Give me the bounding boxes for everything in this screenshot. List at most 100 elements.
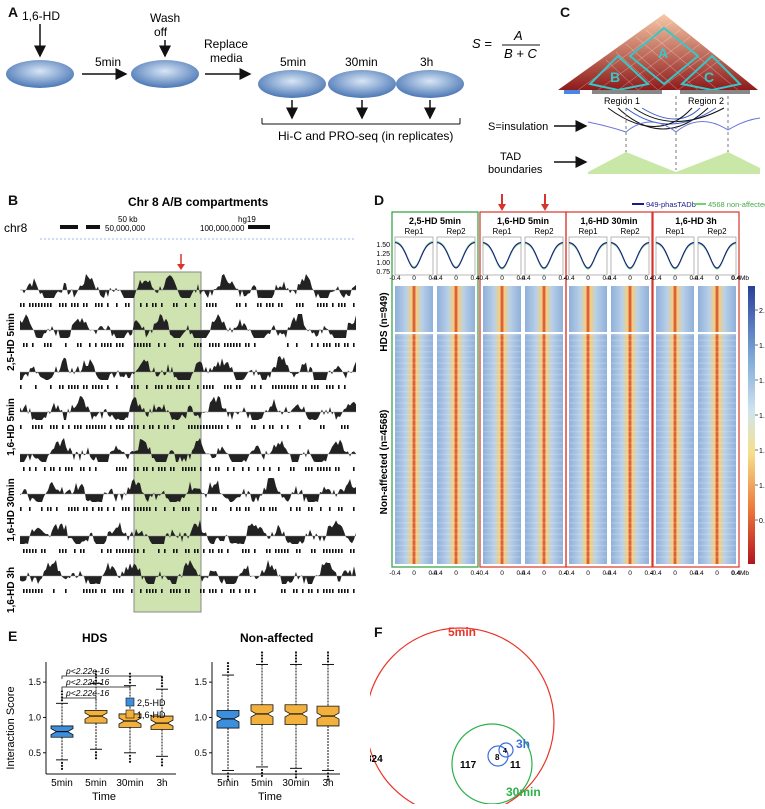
track-tick [233, 589, 235, 593]
track-tick [95, 589, 97, 593]
e-xlabel-left: Time [92, 791, 116, 803]
track-tick [101, 385, 103, 389]
track-tick [200, 343, 202, 347]
e-xtick: 30min [116, 778, 143, 789]
assay-label: Hi-C and PRO-seq (in replicates) [278, 129, 453, 143]
outlier [326, 772, 330, 775]
track-tick [221, 589, 223, 593]
rep-label: Rep2 [620, 227, 640, 236]
track-tick [254, 425, 256, 429]
track-tick [65, 343, 67, 347]
track-tick [101, 425, 103, 429]
track-tick [113, 507, 115, 511]
track-tick [281, 589, 283, 593]
track-tick [317, 589, 319, 593]
chr8-title: Chr 8 A/B compartments [128, 195, 269, 209]
track-tick [197, 343, 199, 347]
track-tick [239, 507, 241, 511]
y-tick: 1.00 [376, 260, 390, 267]
track-tick [110, 549, 112, 553]
track-tick [173, 549, 175, 553]
track-tick [146, 467, 148, 471]
track-tick [167, 425, 169, 429]
x-tick: 0 [500, 275, 504, 282]
outlier [160, 679, 164, 682]
track-tick [290, 385, 292, 389]
heatmap-non [656, 334, 694, 564]
track-tick [101, 589, 103, 593]
track-tick [248, 507, 250, 511]
track-tick [236, 303, 238, 307]
track-tick [266, 303, 268, 307]
track-tick [203, 549, 205, 553]
track-tick [329, 549, 331, 553]
track-tick [347, 425, 349, 429]
outlier [326, 775, 330, 778]
track-tick [326, 385, 328, 389]
region2-label: Region 2 [688, 96, 724, 106]
track-tick [107, 343, 109, 347]
outlier [94, 751, 98, 754]
insulation-curve [587, 117, 761, 133]
track-tick [173, 467, 175, 471]
outlier [60, 761, 64, 764]
track-tick [194, 303, 196, 307]
colorbar-tick: 1.8 [759, 343, 765, 350]
track-tick [344, 425, 346, 429]
box-a-outline [628, 26, 700, 86]
panel-label-f: F [374, 624, 383, 640]
track-tick [95, 343, 97, 347]
ideogram-block [60, 225, 78, 229]
e-xtick: 3h [156, 778, 167, 789]
track-tick [323, 303, 325, 307]
track-tick [212, 549, 214, 553]
track-tick [32, 589, 34, 593]
track-tick [47, 303, 49, 307]
track-tick [116, 303, 118, 307]
legend-hds: 949-phasTADb [646, 200, 696, 209]
outlier [294, 654, 298, 657]
track-tick [179, 385, 181, 389]
track-tick [56, 507, 58, 511]
track-tick [20, 425, 22, 429]
track-tick [206, 385, 208, 389]
track-tick [284, 385, 286, 389]
track-tick [269, 303, 271, 307]
track-tick [128, 303, 130, 307]
rep-label: Rep2 [707, 227, 727, 236]
track-tick [335, 343, 337, 347]
track-tick [83, 467, 85, 471]
pvalue-label: p<2.22e-16 [65, 677, 110, 687]
heatmap-hds [437, 286, 475, 332]
e-ytick: 1.0 [28, 712, 41, 722]
panel-a: A 1,6-HD 5min Wash off Replace media 5mi… [0, 0, 470, 170]
track-tick [155, 589, 157, 593]
track-tick [287, 425, 289, 429]
track-tick [287, 343, 289, 347]
e-ylabel: Interaction Score [5, 686, 17, 769]
track-tick [245, 549, 247, 553]
e-xtick: 3h [322, 778, 333, 789]
track-tick [218, 343, 220, 347]
x-tick: -0.4 [519, 275, 531, 282]
panel-e: E HDS Non-affected Interaction Score Tim… [0, 628, 370, 804]
profile-line-hds [436, 241, 476, 269]
outlier [260, 768, 264, 772]
outlier [226, 778, 230, 781]
non-rowlabel: Non-affected (n=4568) [379, 410, 390, 515]
track-tick [119, 343, 121, 347]
track-tick [143, 425, 145, 429]
pvalue-bracket [61, 675, 163, 679]
track-tick [302, 303, 304, 307]
colorbar [748, 286, 755, 564]
track-tick [74, 385, 76, 389]
panel-f: F 5min 3h 30min 824 117 8 4 11 [365, 618, 765, 809]
heatmap-non [611, 334, 649, 564]
outlier [226, 775, 230, 778]
venn-diagram: 5min 3h 30min 824 117 8 4 11 [365, 625, 555, 809]
track-tick [116, 549, 118, 553]
x-tick-bottom: -0.4 [650, 570, 662, 577]
e-xlabel-right: Time [258, 791, 282, 803]
track-tick [221, 549, 223, 553]
set-3h-label: 3h [516, 737, 530, 751]
